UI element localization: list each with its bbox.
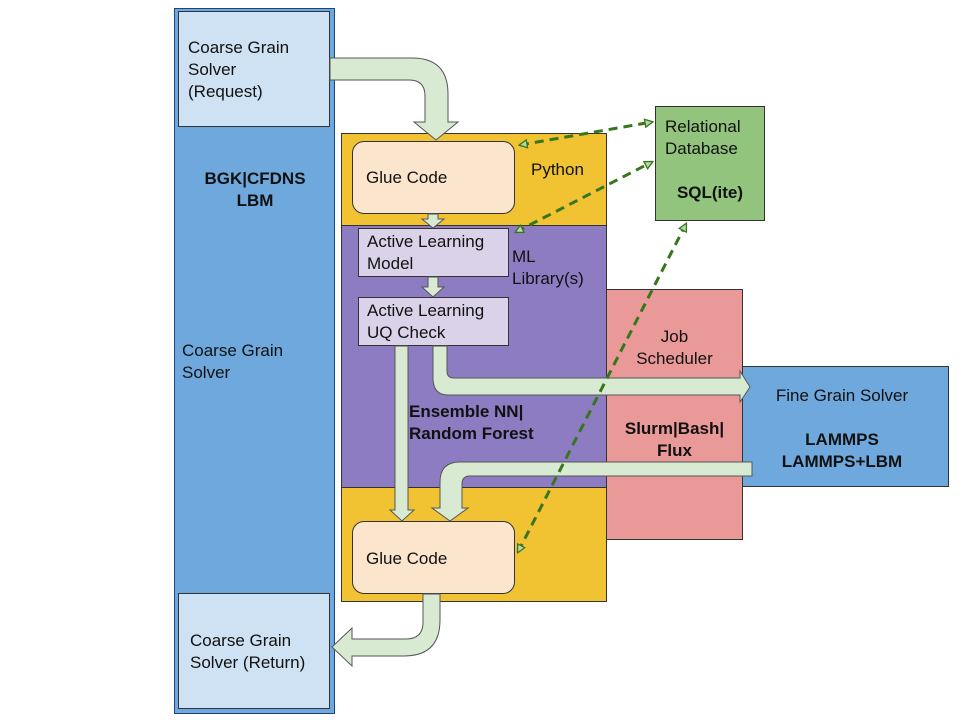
coarse-grain-request-box bbox=[178, 11, 330, 127]
fine-grain-codes-label: LAMMPS LAMMPS+LBM bbox=[781, 430, 903, 471]
relational-database-box bbox=[655, 106, 765, 221]
glue-to-model-arrow bbox=[420, 213, 446, 229]
fine-grain-solver-box bbox=[742, 366, 949, 487]
database-name-label: Relational Database bbox=[665, 117, 741, 158]
coarse-grain-return-label: Coarse Grain Solver (Return) bbox=[190, 631, 306, 672]
database-glue-top-link-1 bbox=[520, 122, 652, 145]
glue-code-top-label: Glue Code bbox=[366, 168, 448, 187]
active-learning-model-box bbox=[358, 228, 509, 277]
model-to-uq-arrow bbox=[420, 276, 446, 298]
active-learning-uq-box bbox=[358, 297, 509, 346]
fine-grain-to-glue-arrow bbox=[430, 461, 753, 522]
database-glue-bottom-link bbox=[516, 224, 688, 552]
uq-to-glue-arrow bbox=[388, 345, 416, 522]
active-learning-model-label: Active Learning Model bbox=[367, 232, 485, 273]
request-to-glue-arrow bbox=[329, 57, 460, 141]
coarse-grain-request-label: Coarse Grain Solver (Request) bbox=[188, 38, 290, 101]
glue-to-return-arrow bbox=[331, 593, 441, 668]
database-model-link bbox=[516, 160, 652, 234]
glue-code-bottom-box bbox=[352, 521, 515, 594]
fine-grain-solver-label: Fine Grain Solver bbox=[775, 386, 909, 405]
coarse-grain-return-box bbox=[178, 593, 330, 709]
coarse-grain-codes-label: BGK|CFDNS LBM bbox=[204, 169, 306, 210]
coarse-grain-solver-label: Coarse Grain Solver bbox=[182, 341, 284, 382]
active-learning-uq-label: Active Learning UQ Check bbox=[367, 301, 485, 342]
database-engine-label: SQL(ite) bbox=[676, 183, 744, 202]
glue-code-bottom-label: Glue Code bbox=[366, 549, 448, 568]
uq-to-fine-grain-arrow bbox=[432, 345, 751, 404]
